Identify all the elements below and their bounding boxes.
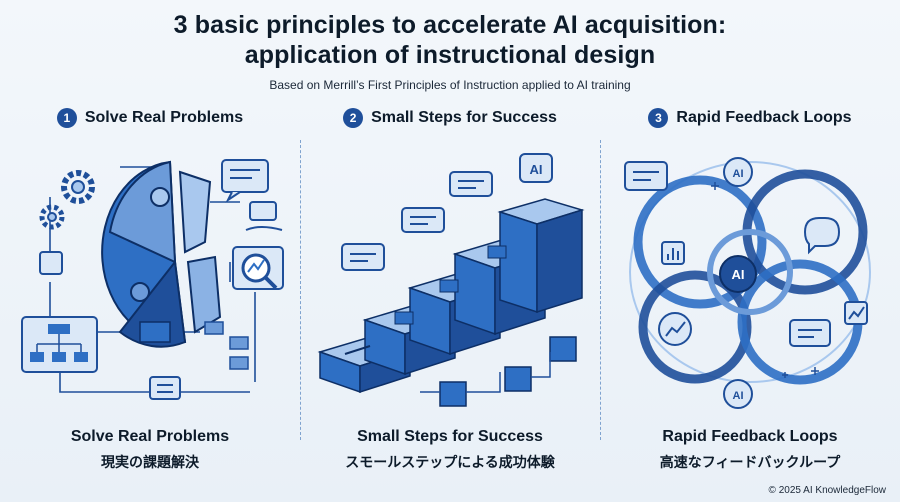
puzzle-problem-illustration — [21, 159, 284, 400]
panel-3-caption-en: Rapid Feedback Loops — [662, 428, 838, 445]
panel-2-heading-text: Small Steps for Success — [371, 109, 557, 126]
loop-icon — [629, 161, 871, 385]
panel-divider-2 — [600, 140, 601, 440]
ai-node-icon: AI — [723, 379, 753, 409]
staircase-illustration: AI — [317, 153, 585, 407]
panel-divider-1 — [300, 140, 301, 440]
page-subtitle: Based on Merrill’s First Principles of I… — [269, 78, 631, 92]
panel-solve-real-problems: 1 Solve Real Problems — [0, 102, 300, 492]
panel-1-heading-text: Solve Real Problems — [84, 109, 244, 126]
step-number-badge: 2 — [343, 108, 364, 128]
panel-1-caption-en: Solve Real Problems — [70, 428, 230, 445]
speech-bubble-icon — [449, 171, 493, 197]
chart-card-icon — [844, 301, 868, 325]
feedback-loop-illustration: AI AI AI — [624, 157, 871, 409]
speech-bubble-icon — [401, 207, 445, 233]
ai-node-top-label: AI — [733, 168, 744, 180]
ai-badge-icon: AI — [519, 153, 553, 183]
ai-core-icon: AI — [719, 255, 757, 293]
speech-bubble-icon — [789, 319, 831, 347]
flowchart-icon — [21, 251, 98, 373]
flowchart-icon — [139, 321, 249, 400]
speech-bubble-icon — [341, 243, 385, 271]
speech-bubble-icon — [221, 159, 269, 203]
staircase-icon — [317, 198, 585, 407]
panel-rapid-feedback: 3 Rapid Feedback Loops AI AI — [600, 102, 900, 492]
ai-core-label: AI — [732, 267, 745, 282]
page-title: 3 basic principles to accelerate AI acqu… — [0, 10, 900, 70]
ai-node-bottom-label: AI — [733, 390, 744, 402]
hand-money-icon — [245, 201, 283, 231]
copyright-notice: © 2025 AI KnowledgeFlow — [768, 485, 886, 496]
title-line-1: 3 basic principles to accelerate AI acqu… — [173, 11, 727, 39]
gear-icon — [39, 204, 65, 230]
panel-2-caption-ja: スモールステップによる成功体験 — [345, 455, 555, 471]
title-line-2: application of instructional design — [244, 41, 656, 69]
panel-3-heading-text: Rapid Feedback Loops — [676, 109, 852, 126]
panel-1-caption-ja: 現実の課題解決 — [101, 455, 199, 471]
speech-bubble-icon — [624, 161, 668, 191]
step-number-badge: 1 — [56, 108, 77, 128]
panel-2-heading: 2 Small Steps for Success — [300, 108, 600, 128]
panel-3-heading: 3 Rapid Feedback Loops — [600, 108, 900, 128]
speech-bubble-icon — [804, 217, 841, 255]
panel-2-caption-en: Small Steps for Success — [357, 428, 543, 445]
gear-icon — [61, 170, 95, 204]
ai-node-icon: AI — [723, 157, 753, 187]
panel-small-steps: 2 Small Steps for Success — [300, 102, 600, 492]
sparkle-icon — [711, 182, 819, 378]
ai-badge-label: AI — [530, 162, 543, 177]
panel-3-caption-ja: 高速なフィードバックループ — [659, 455, 841, 471]
magnifier-chart-icon — [232, 246, 284, 290]
trend-icon — [658, 312, 692, 346]
panel-1-heading: 1 Solve Real Problems — [0, 108, 300, 128]
step-number-badge: 3 — [648, 108, 669, 128]
puzzle-icon — [101, 160, 222, 348]
bar-chart-icon — [661, 241, 685, 265]
